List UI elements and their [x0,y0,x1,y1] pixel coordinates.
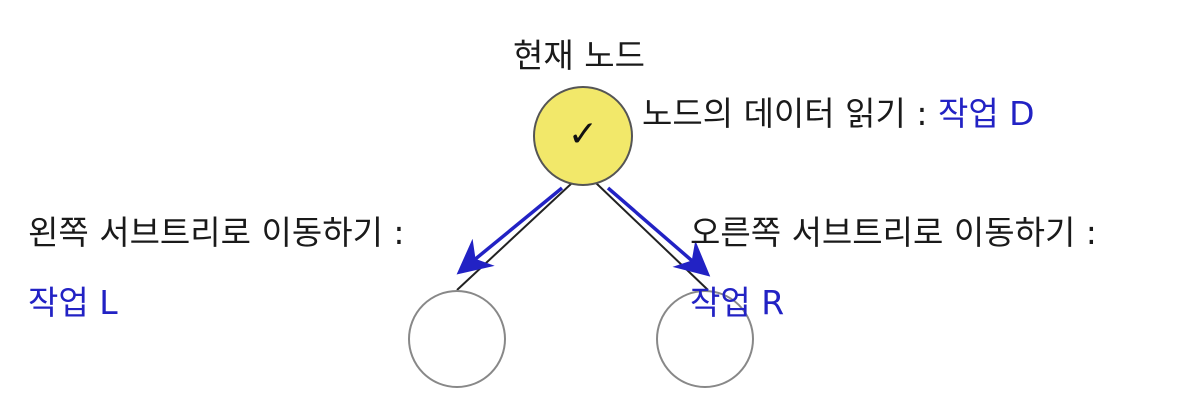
right-child-node [656,290,754,388]
left-arrow [456,186,564,275]
right-arrow [606,186,711,277]
left-child-node [408,290,506,388]
task-l-name: 작업 L [28,283,118,322]
task-d-label: 노드의 데이터 읽기 : [642,94,928,133]
task-r-label: 오른쪽 서브트리로 이동하기 : [690,213,1097,252]
check-icon: ✓ [567,114,599,155]
task-d-name: 작업 D [937,94,1035,133]
current-node-title: 현재 노드 [513,36,645,75]
task-d-row: 노드의 데이터 읽기 : 작업 D [642,94,1035,134]
current-node [533,86,633,186]
task-l-label: 왼쪽 서브트리로 이동하기 : [28,213,405,252]
left-edge [456,182,573,291]
task-r-name: 작업 R [690,283,785,322]
